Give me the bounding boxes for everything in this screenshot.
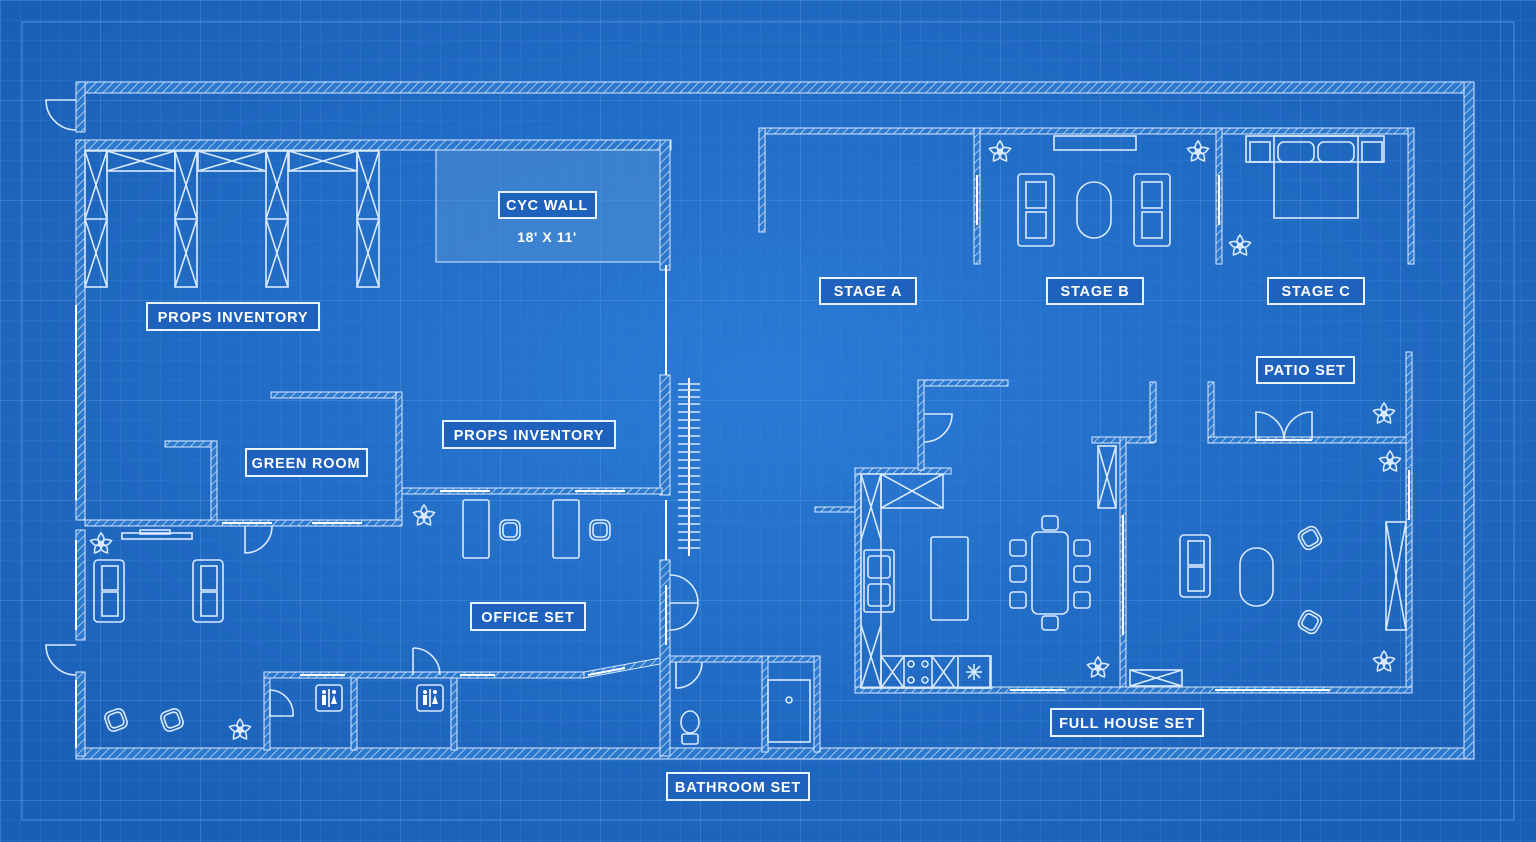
left-block-walls bbox=[84, 139, 672, 757]
restroom-icon bbox=[416, 684, 444, 712]
door-swing-icon bbox=[675, 661, 703, 689]
svg-text:PATIO SET: PATIO SET bbox=[1264, 363, 1346, 379]
door-swing-icon bbox=[923, 413, 953, 443]
house-furniture bbox=[860, 402, 1407, 689]
office-furniture bbox=[411, 499, 611, 559]
restroom-icon bbox=[315, 684, 343, 712]
label-full-house-set: FULL HOUSE SET bbox=[1050, 708, 1204, 737]
svg-text:BATHROOM SET: BATHROOM SET bbox=[675, 780, 801, 796]
fridge-icon bbox=[957, 655, 991, 689]
svg-text:OFFICE SET: OFFICE SET bbox=[481, 610, 574, 626]
label-cyc-wall: CYC WALL 18' X 11' bbox=[498, 191, 597, 245]
toilet-icon bbox=[680, 710, 700, 745]
svg-text:GREEN ROOM: GREEN ROOM bbox=[252, 456, 361, 472]
door-swing-icon bbox=[45, 99, 77, 131]
svg-text:CYC WALL: CYC WALL bbox=[506, 198, 588, 214]
svg-text:STAGE B: STAGE B bbox=[1061, 284, 1130, 300]
svg-text:FULL HOUSE SET: FULL HOUSE SET bbox=[1059, 716, 1195, 732]
label-bathroom-set: BATHROOM SET bbox=[666, 772, 810, 801]
label-patio-set: PATIO SET bbox=[1256, 356, 1355, 384]
label-stage-a: STAGE A bbox=[819, 277, 917, 305]
clothing-rack bbox=[669, 378, 700, 631]
stage-furniture bbox=[987, 135, 1385, 258]
bathroom-set-walls bbox=[669, 655, 821, 753]
stage-walls bbox=[758, 127, 1415, 265]
door-swing-icon bbox=[45, 644, 77, 676]
door-swing-icon bbox=[244, 525, 273, 554]
label-props-inventory-2: PROPS INVENTORY bbox=[442, 420, 616, 449]
svg-text:PROPS INVENTORY: PROPS INVENTORY bbox=[454, 428, 605, 444]
door-swing-icon bbox=[269, 689, 294, 717]
svg-text:STAGE C: STAGE C bbox=[1282, 284, 1351, 300]
label-green-room: GREEN ROOM bbox=[245, 448, 368, 477]
cyc-wall-dimensions: 18' X 11' bbox=[517, 229, 577, 245]
svg-text:STAGE A: STAGE A bbox=[834, 284, 902, 300]
shower-icon bbox=[767, 679, 811, 743]
door-swing-icon bbox=[1255, 411, 1285, 441]
label-office-set: OFFICE SET bbox=[470, 602, 586, 631]
label-stage-b: STAGE B bbox=[1046, 277, 1144, 305]
door-swing-icon bbox=[412, 647, 441, 676]
svg-text:PROPS INVENTORY: PROPS INVENTORY bbox=[158, 310, 309, 326]
label-props-inventory-1: PROPS INVENTORY bbox=[146, 302, 320, 331]
stove-icon bbox=[903, 655, 933, 689]
lounge-furniture bbox=[88, 529, 253, 742]
exterior-walls bbox=[45, 81, 1475, 760]
label-stage-c: STAGE C bbox=[1267, 277, 1365, 305]
bed-icon bbox=[1245, 135, 1385, 219]
